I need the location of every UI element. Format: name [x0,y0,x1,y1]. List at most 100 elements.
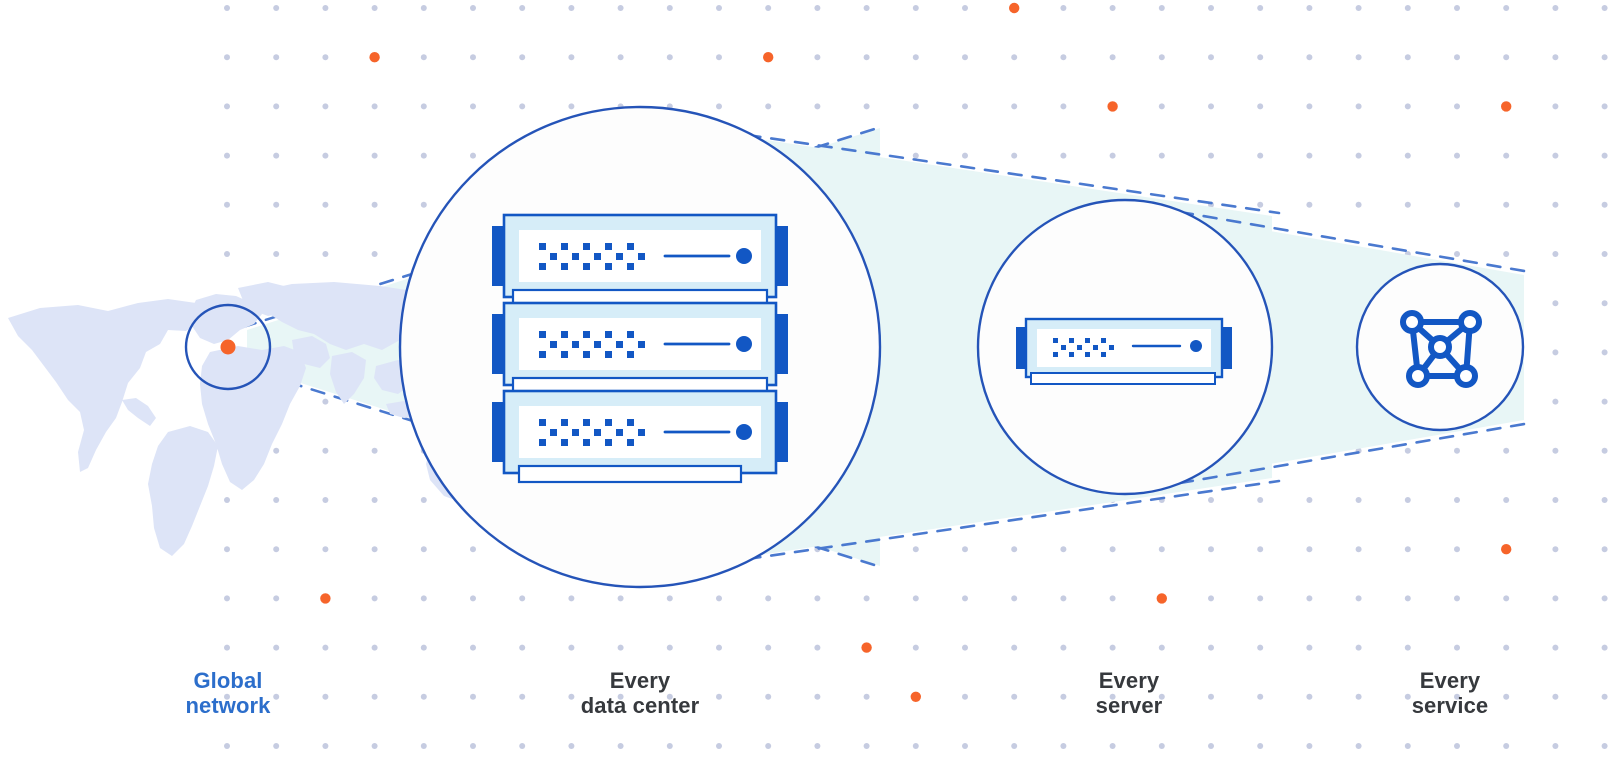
grid-dot [273,743,280,749]
grid-dot [814,693,821,700]
grid-dot [470,546,476,553]
grid-dot [1109,693,1116,700]
grid-dot [322,546,329,553]
grid-dot [666,5,673,11]
grid-dot [1355,546,1362,553]
grid-dot [1552,54,1559,61]
grid-dot [1257,595,1264,602]
grid-dot [1503,743,1510,749]
grid-dot [1454,693,1460,700]
every-service-illustration [1355,262,1525,432]
grid-dot [863,693,870,700]
server-unit-2 [492,301,788,394]
grid-dot [568,743,575,749]
grid-dot [224,644,230,651]
grid-dot [814,644,821,651]
grid-dot [1011,743,1018,749]
grid-dot [1601,595,1608,602]
grid-dot [1306,693,1313,700]
grid-dot [470,644,476,651]
grid-dot [814,743,821,749]
grid-dot [322,251,329,257]
map-highlight-circle [184,303,272,391]
grid-dot [1306,546,1313,553]
grid-dot [1257,5,1264,11]
grid-dot [371,447,378,454]
grid-dot [1158,152,1165,159]
grid-dot [224,54,230,61]
grid-dot [322,398,329,405]
grid-dot [1306,201,1313,208]
grid-dot [666,644,673,651]
grid-dot [1503,251,1510,257]
grid-dot [1306,54,1313,61]
grid-dot [322,103,329,110]
grid-dot [273,447,280,454]
grid-dot [1208,152,1214,159]
grid-dot [814,54,821,61]
grid-dot [962,693,968,700]
grid-dot [322,201,329,208]
grid-dot [1109,5,1116,11]
grid-dot [1355,644,1362,651]
grid-dot [273,103,280,110]
grid-dot [912,103,919,110]
grid-dot [1109,152,1116,159]
grid-dot [1552,743,1559,749]
grid-accent-dot [320,593,331,604]
grid-dot [1109,743,1116,749]
grid-dot [1454,54,1460,61]
grid-dot [1208,693,1214,700]
grid-dot [1601,5,1608,11]
grid-dot [1503,152,1510,159]
grid-dot [371,644,378,651]
grid-accent-dot [1156,593,1168,604]
grid-dot [912,546,919,553]
grid-dot [1257,103,1264,110]
grid-dot [1011,644,1018,651]
grid-dot [1158,546,1165,553]
grid-dot [1601,398,1608,405]
grid-dot [1060,693,1067,700]
grid-dot [1355,5,1362,11]
grid-dot [1503,447,1510,454]
grid-dot [1404,447,1411,454]
grid-dot [814,103,821,110]
grid-dot [1355,103,1362,110]
grid-dot [224,103,230,110]
grid-dot [962,644,968,651]
grid-dot [1454,5,1460,11]
grid-dot [1552,152,1559,159]
grid-dot [1011,54,1018,61]
grid-dot [1601,300,1608,307]
grid-dot [420,546,427,553]
grid-dot [1109,644,1116,651]
grid-dot [1306,5,1313,11]
grid-dot [1404,54,1411,61]
grid-dot [1601,447,1608,454]
grid-dot [666,54,673,61]
grid-dot [568,54,575,61]
grid-dot [617,5,624,11]
grid-dot [1552,349,1559,356]
grid-dot [1208,497,1214,503]
grid-dot [1601,152,1608,159]
grid-dot [765,595,772,602]
grid-dot [716,5,722,11]
grid-dot [1454,644,1460,651]
grid-dot [1404,103,1411,110]
grid-dot [519,595,526,602]
grid-dot [273,693,280,700]
grid-dot [1404,497,1411,503]
grid-accent-dot [861,642,872,653]
grid-accent-dot [1009,2,1020,14]
grid-dot [1552,497,1559,503]
grid-dot [1208,54,1214,61]
grid-dot [322,743,329,749]
grid-dot [1454,743,1460,749]
grid-dot [420,595,427,602]
grid-dot [1454,497,1460,503]
grid-dot [962,546,968,553]
grid-dot [1257,497,1264,503]
